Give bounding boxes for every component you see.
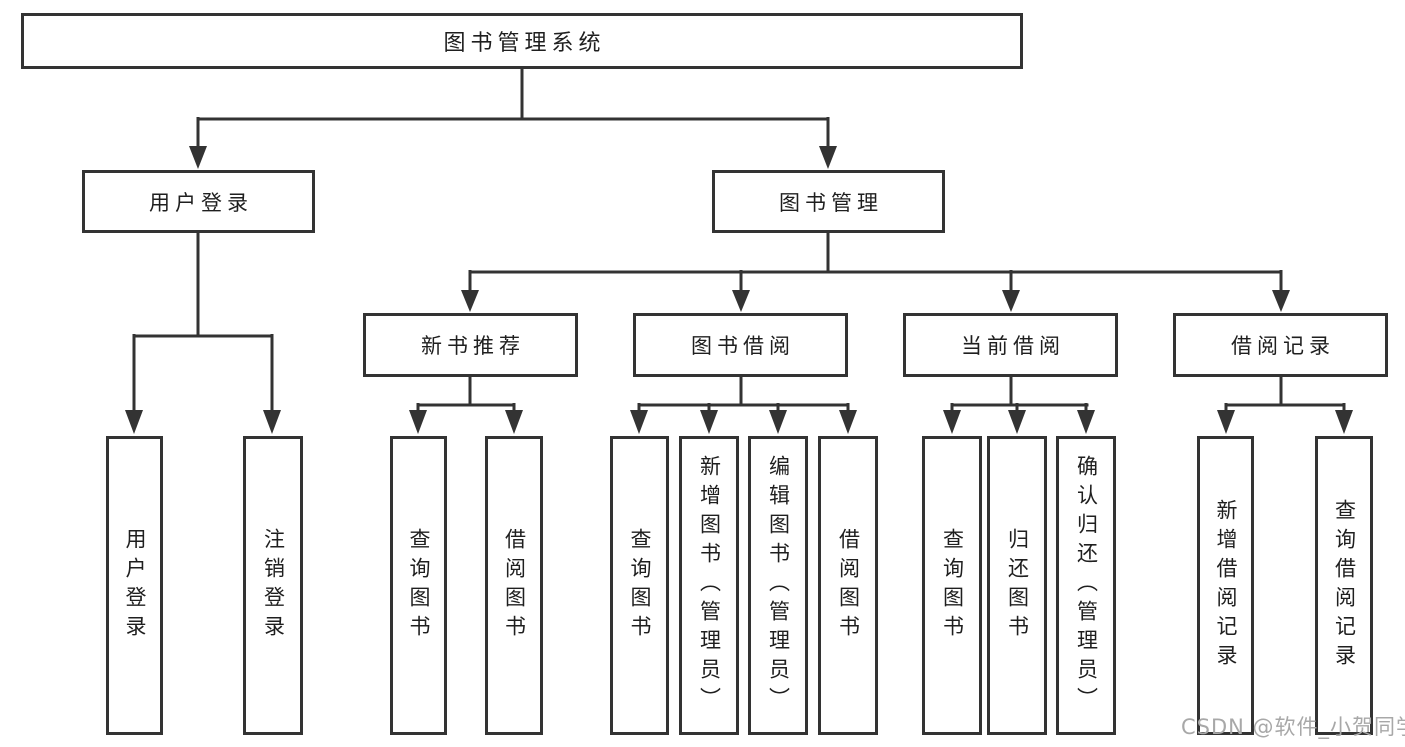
node-leaf-borrow-books-1: 借阅图书 [485, 436, 543, 735]
node-label: 确认归还（管理员） [1074, 455, 1099, 716]
node-library-management-system: 图书管理系统 [21, 13, 1023, 69]
node-label: 查询图书 [628, 527, 652, 644]
node-label: 注销登录 [261, 527, 286, 644]
arrow-down-icon [125, 410, 143, 434]
node-label: 当前借阅 [961, 334, 1065, 358]
arrow-down-icon [1002, 290, 1020, 312]
node-leaf-return-books: 归还图书 [987, 436, 1047, 735]
arrow-down-icon [263, 410, 281, 434]
node-label: 借阅图书 [836, 527, 861, 644]
node-book-borrowing: 图书借阅 [633, 313, 848, 377]
node-label: 借阅记录 [1231, 334, 1335, 358]
node-label: 查询图书 [940, 527, 965, 644]
node-leaf-confirm-return-admin: 确认归还（管理员） [1056, 436, 1116, 735]
node-leaf-borrow-books-2: 借阅图书 [818, 436, 878, 735]
arrow-down-icon [839, 410, 857, 434]
node-leaf-edit-books-admin: 编辑图书（管理员） [748, 436, 808, 735]
node-label: 新增借阅记录 [1214, 498, 1238, 673]
node-book-management: 图书管理 [712, 170, 945, 233]
arrow-down-icon [943, 410, 961, 434]
node-label: 用户登录 [149, 190, 253, 215]
node-label: 新书推荐 [421, 334, 525, 358]
node-leaf-user-login: 用户登录 [106, 436, 163, 735]
arrow-down-icon [630, 410, 648, 434]
connector-root-to-level2 [196, 69, 830, 150]
connector-user-login-branch [132, 233, 274, 412]
csdn-watermark: CSDN @软件_小贺同学 [1181, 715, 1405, 739]
node-label: 编辑图书（管理员） [766, 455, 791, 716]
node-leaf-query-books-3: 查询图书 [922, 436, 982, 735]
node-label: 归还图书 [1005, 527, 1030, 644]
connector-borrow-records-branch [1224, 377, 1346, 412]
arrow-down-icon [505, 410, 523, 434]
arrow-down-icon [732, 290, 750, 312]
arrow-down-icon [409, 410, 427, 434]
node-leaf-add-books-admin: 新增图书（管理员） [679, 436, 739, 735]
connector-book-mgmt-branch [468, 233, 1283, 293]
node-leaf-query-books-1: 查询图书 [390, 436, 447, 735]
arrow-down-icon [461, 290, 479, 312]
node-label: 图书借阅 [691, 334, 795, 358]
arrow-down-icon [819, 146, 837, 169]
node-label: 查询借阅记录 [1332, 498, 1357, 673]
connector-current-borrow-branch [950, 377, 1089, 412]
arrowhead-icons [125, 146, 1353, 434]
node-borrowing-records: 借阅记录 [1173, 313, 1388, 377]
arrow-down-icon [700, 410, 718, 434]
node-label: 图书管理系统 [443, 31, 606, 56]
node-label: 查询图书 [407, 527, 431, 644]
node-user-login: 用户登录 [82, 170, 315, 233]
node-current-borrowing: 当前借阅 [903, 313, 1118, 377]
node-leaf-query-books-2: 查询图书 [610, 436, 669, 735]
node-label: 图书管理 [779, 190, 883, 215]
arrow-down-icon [1008, 410, 1026, 434]
node-leaf-logout: 注销登录 [243, 436, 303, 735]
arrow-down-icon [769, 410, 787, 434]
arrow-down-icon [1335, 410, 1353, 434]
arrow-down-icon [1077, 410, 1095, 434]
node-leaf-query-borrow-record: 查询借阅记录 [1315, 436, 1373, 735]
node-label: 用户登录 [123, 527, 147, 644]
node-new-book-recommendation: 新书推荐 [363, 313, 578, 377]
connector-new-book-rec-branch [416, 377, 516, 412]
connector-book-borrow-branch [637, 377, 850, 412]
node-label: 借阅图书 [502, 527, 527, 644]
node-leaf-add-borrow-record: 新增借阅记录 [1197, 436, 1254, 735]
arrow-down-icon [1217, 410, 1235, 434]
node-label: 新增图书（管理员） [697, 455, 722, 716]
arrow-down-icon [189, 146, 207, 169]
arrow-down-icon [1272, 290, 1290, 312]
